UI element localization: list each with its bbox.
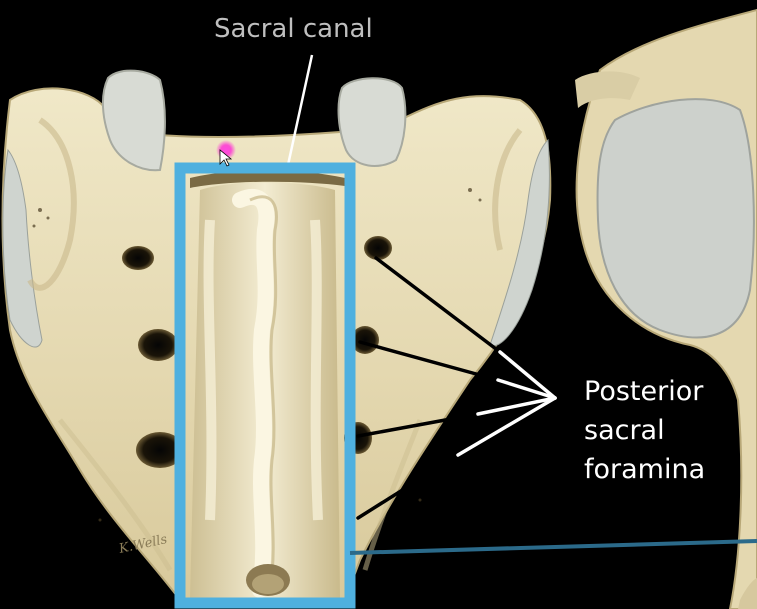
left-auricular-surface <box>2 148 43 348</box>
highlight-leader-line <box>349 539 757 555</box>
posterior-sacral-foramina-label: Posterior sacral foramina <box>584 372 705 489</box>
foramen-right-1 <box>364 236 392 260</box>
foramen-left-1 <box>122 246 154 270</box>
sacral-canal-label: Sacral canal <box>214 14 373 44</box>
sacral-canal-opening <box>190 170 345 188</box>
foramina-leader-lines <box>356 256 557 520</box>
foramen-left-3 <box>136 432 184 468</box>
foramen-left-2 <box>138 329 178 361</box>
right-superior-articular-process <box>337 77 407 167</box>
foramina-label-line-3: foramina <box>584 454 706 485</box>
sacral-canal-leader <box>286 54 314 166</box>
left-superior-articular-process <box>101 69 166 172</box>
foramina-label-line-2: sacral <box>584 415 665 446</box>
median-crest-highlight-box <box>174 162 356 609</box>
iliac-auricular-surface <box>596 98 755 339</box>
foramina-label-line-1: Posterior <box>584 376 704 407</box>
cursor-arrow-icon <box>219 149 233 167</box>
